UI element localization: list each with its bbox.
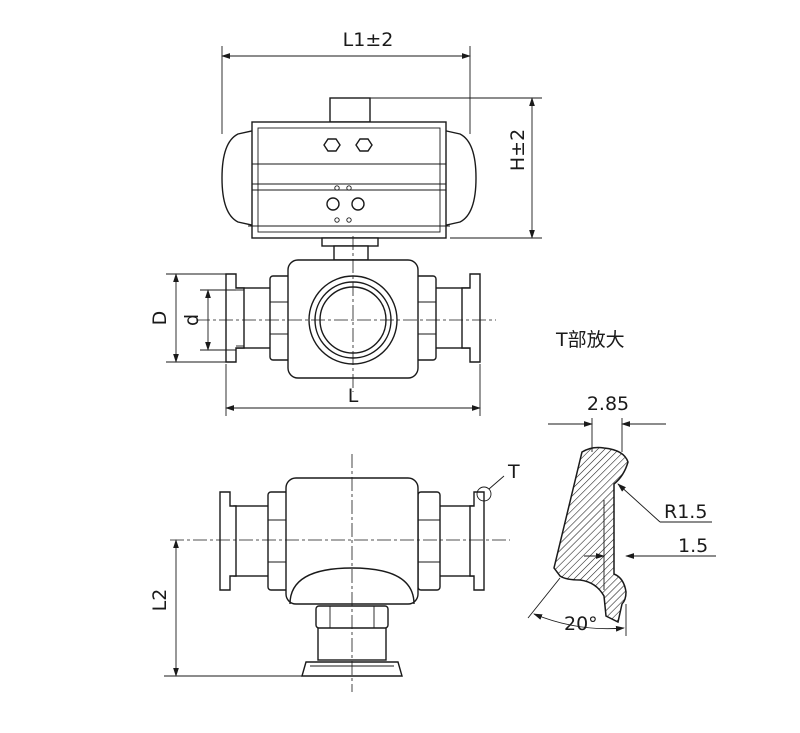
dim-d-outer-label: D: [149, 311, 171, 326]
detail-width-label: 2.85: [587, 393, 629, 415]
valve-side-view: [219, 475, 505, 677]
centerlines: [170, 236, 510, 692]
detail-radius-label: R1.5: [664, 501, 707, 523]
detail-depth-label: 1.5: [678, 535, 708, 557]
detail-angle-label: 20°: [564, 613, 598, 635]
detail-t-profile: [527, 418, 716, 636]
dimension-lines: [164, 46, 542, 677]
detail-marker-label: T: [507, 461, 520, 483]
pneumatic-actuator: [221, 97, 477, 261]
detail-title: T部放大: [555, 329, 625, 351]
dim-h-label: H±2: [507, 129, 529, 171]
dim-l-label: L: [348, 385, 359, 407]
dim-l1-label: L1±2: [343, 29, 394, 51]
dim-l2-label: L2: [149, 589, 171, 612]
valve-front-view: [225, 259, 481, 379]
dim-d-inner-label: d: [181, 314, 203, 326]
